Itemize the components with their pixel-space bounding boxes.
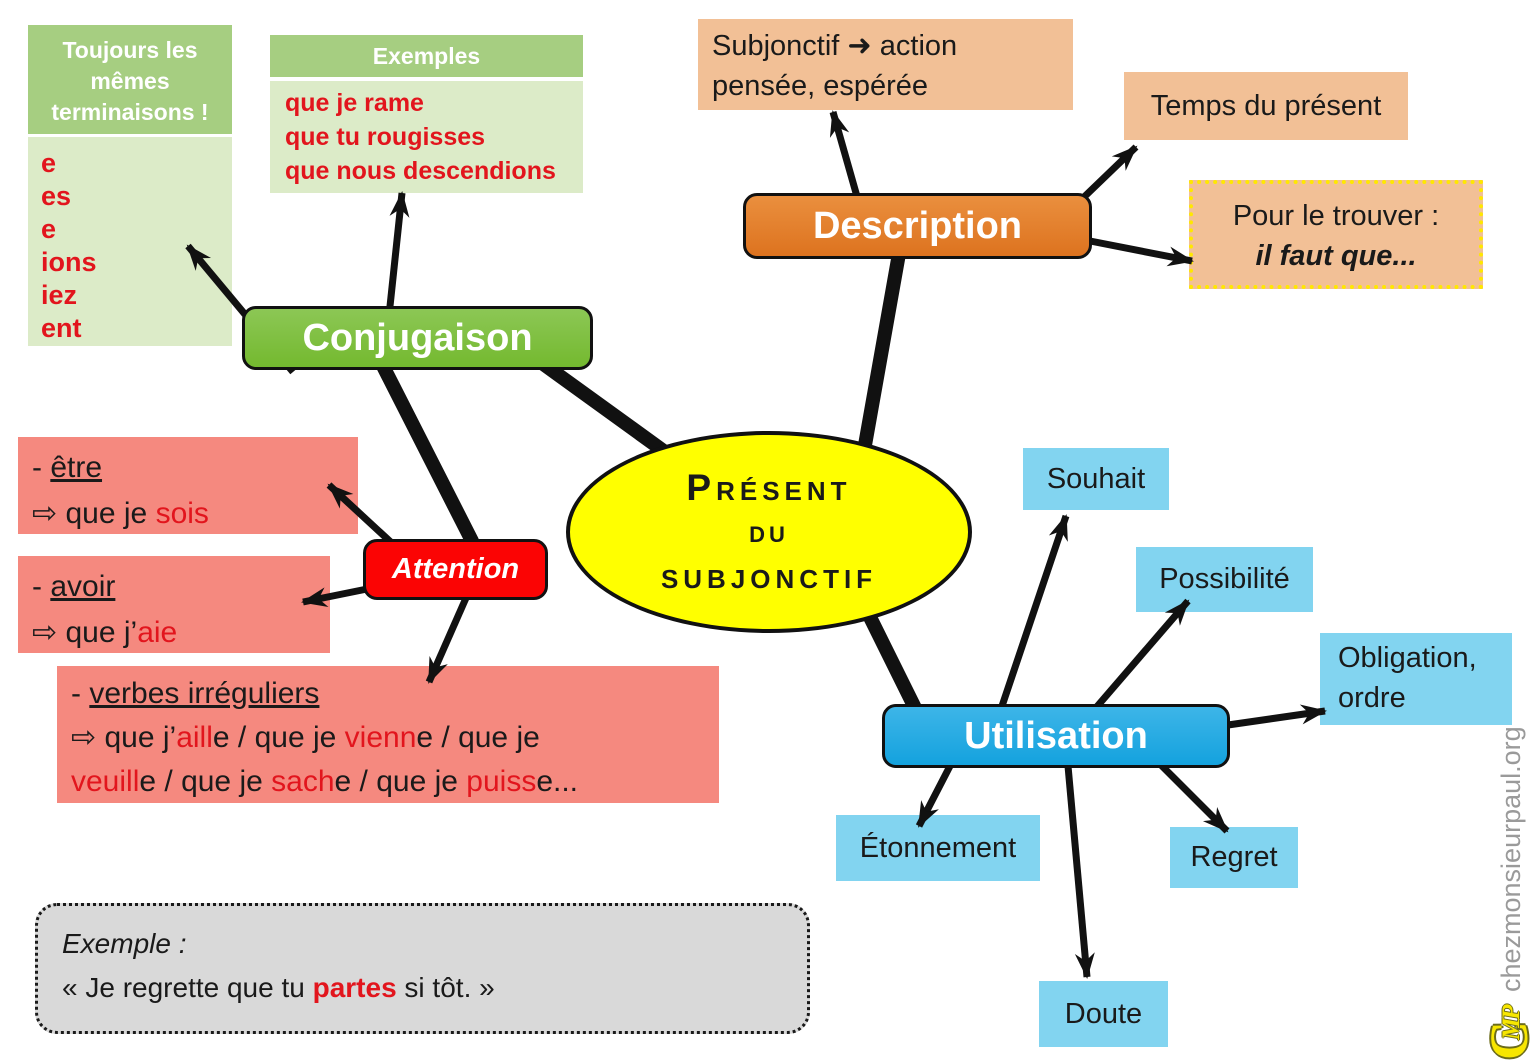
note-line: - avoir [32, 570, 116, 603]
note-line: veuille / que je sache / que je puisse..… [71, 765, 579, 798]
note-line: Pour le trouver : [1232, 200, 1440, 232]
example-title: Exemple : [62, 928, 187, 959]
branch-utilisation: Utilisation [882, 704, 1230, 768]
note-obligation-ordre: Obligation, ordre [1320, 633, 1512, 725]
note-avoir: - avoir ⇨ que j’aie [18, 556, 330, 653]
note-line: Possibilité [1159, 563, 1290, 595]
note-line: ⇨ que j’aille / que je vienne / que je [71, 721, 540, 754]
note-subjonctif-action: Subjonctif ➜ action pensée, espérée [698, 19, 1073, 110]
branch-attention: Attention [363, 539, 548, 600]
note-line: ⇨ que je sois [32, 497, 209, 530]
note-doute: Doute [1039, 981, 1168, 1047]
note-regret: Regret [1170, 827, 1298, 888]
terminaison-item: iez [41, 280, 78, 310]
note-verbes-irreguliers: - verbes irréguliers ⇨ que j’aille / que… [57, 666, 719, 803]
terminaison-item: ions [41, 247, 97, 277]
note-line-il-faut-que: il faut que... [1255, 240, 1417, 272]
exemple-item: que je rame [285, 89, 424, 117]
terminaison-item: e [41, 148, 57, 178]
central-topic-line: Présent [686, 467, 852, 508]
example-sentence: « Je regrette que tu partes si tôt. » [62, 972, 495, 1003]
branch-connector [375, 241, 925, 721]
terminaison-item: es [41, 181, 72, 211]
note-line: Étonnement [859, 831, 1017, 864]
note-line: Obligation, [1338, 642, 1477, 674]
central-topic-line: subjonctif [660, 555, 878, 596]
note-line: Doute [1064, 997, 1143, 1030]
note-line: Temps du présent [1150, 89, 1382, 122]
terminaison-item: e [41, 214, 57, 244]
exemple-item: que nous descendions [285, 157, 556, 185]
central-topic-ellipse: Présent du subjonctif [566, 431, 972, 633]
branch-description: Description [743, 193, 1092, 259]
note-line: - être [32, 451, 103, 484]
note-temps-du-present: Temps du présent [1124, 72, 1408, 140]
central-topic-line: du [749, 514, 789, 549]
note-line: ⇨ que j’aie [32, 616, 178, 649]
note-line: Souhait [1046, 462, 1146, 495]
note-line: Subjonctif ➜ action [712, 30, 958, 62]
terminaisons-header: Toujours les mêmes terminaisons ! [28, 25, 232, 134]
branch-conjugaison: Conjugaison [242, 306, 593, 370]
note-line: ordre [1338, 682, 1406, 714]
note-souhait: Souhait [1023, 448, 1169, 510]
note-pour-le-trouver: Pour le trouver : il faut que... [1189, 180, 1483, 289]
exemple-item: que tu rougisses [285, 123, 486, 151]
note-line: pensée, espérée [712, 70, 929, 102]
note-etre: - être ⇨ que je sois [18, 437, 358, 534]
example-sentence-box: Exemple : « Je regrette que tu partes si… [35, 903, 810, 1034]
note-line: - verbes irréguliers [71, 677, 320, 710]
exemples-header: Exemples [270, 35, 583, 77]
terminaison-item: ent [41, 313, 82, 343]
terminaisons-list: e es e ions iez ent [28, 137, 232, 346]
exemples-list: que je rame que tu rougisses que nous de… [270, 81, 583, 193]
note-line: Regret [1190, 841, 1278, 873]
